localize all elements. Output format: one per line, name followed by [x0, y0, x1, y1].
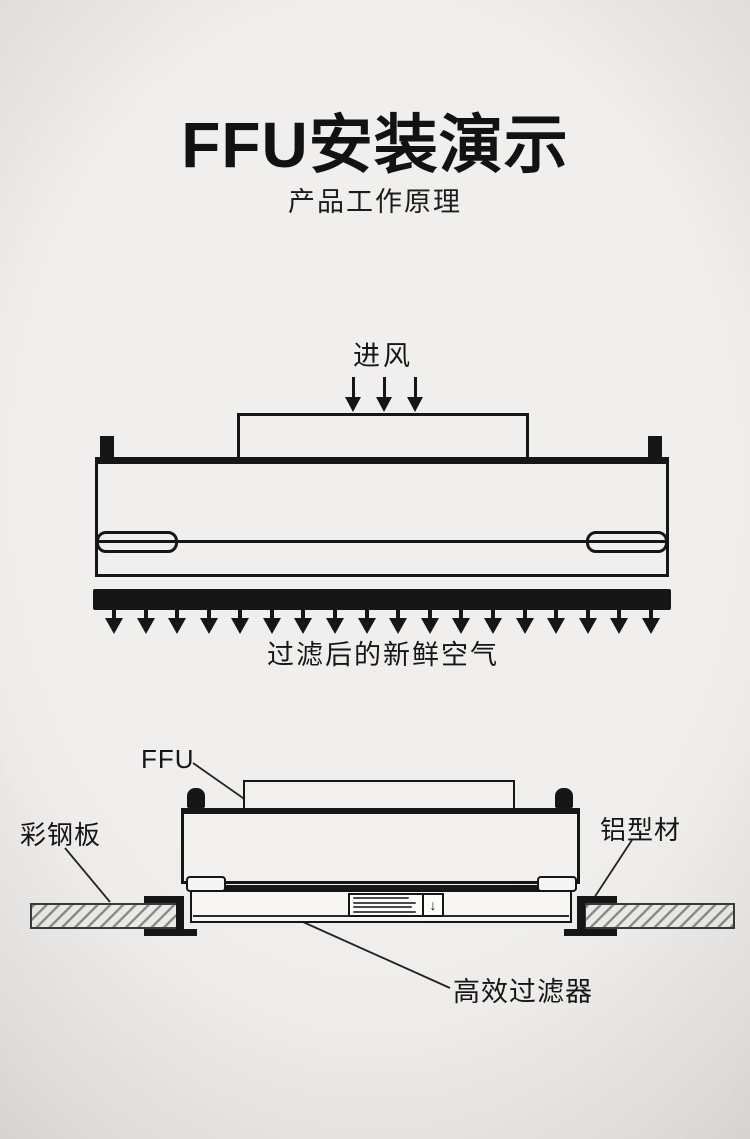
mount-pin-icon — [555, 788, 573, 808]
aluminum-profile-right — [577, 896, 617, 903]
steel-panel-left — [30, 903, 178, 929]
down-arrow-icon — [167, 609, 187, 635]
mount-pin-icon — [100, 436, 114, 458]
air-intake-label: 进风 — [353, 341, 413, 371]
down-arrow-icon — [641, 609, 661, 635]
ffu-unit-body — [181, 808, 580, 884]
inlet-plenum-box — [243, 780, 515, 808]
ffu-unit-body — [95, 457, 669, 577]
gasket-seal-line — [222, 885, 540, 891]
down-arrow-icon — [407, 377, 423, 412]
mount-pin-icon — [187, 788, 205, 808]
down-arrow-icon — [325, 609, 345, 635]
aluminum-leader-line — [593, 839, 633, 899]
down-arrow-icon — [420, 609, 440, 635]
page-title: FFU安装演示 — [181, 109, 569, 181]
nameplate-line — [353, 897, 410, 899]
down-arrow-icon — [345, 377, 361, 412]
aluminum-profile-left — [176, 896, 184, 936]
down-arrow-icon — [388, 609, 408, 635]
nameplate-line — [353, 906, 413, 909]
inlet-plenum-box — [237, 413, 529, 457]
steel-panel-label: 彩钢板 — [20, 820, 102, 850]
steel-panel-right — [584, 903, 735, 929]
mount-pin-icon — [648, 436, 662, 458]
down-arrow-icon — [230, 609, 250, 635]
down-arrow-icon — [136, 609, 156, 635]
down-arrow-icon — [578, 609, 598, 635]
nameplate-line — [353, 901, 416, 904]
down-arrow-icon — [357, 609, 377, 635]
aluminum-profile-label: 铝型材 — [600, 815, 682, 845]
aluminum-profile-right — [564, 929, 617, 936]
down-arrow-icon — [293, 609, 313, 635]
steel-panel-leader-line — [64, 847, 111, 903]
filter-separator-line — [98, 540, 666, 543]
nameplate-line — [353, 910, 417, 913]
intake-arrows — [345, 377, 423, 413]
down-arrow-icon — [104, 609, 124, 635]
hepa-filter-label: 高效过滤器 — [453, 977, 593, 1007]
down-arrow-icon — [376, 377, 392, 412]
down-arrow-icon — [515, 609, 535, 635]
aluminum-profile-right — [577, 896, 585, 936]
hepa-leader-line — [302, 921, 451, 989]
down-arrow-icon — [199, 609, 219, 635]
filter-nameplate: ↓ — [348, 893, 444, 917]
down-arrow-icon — [262, 609, 282, 635]
ffu-foot — [186, 876, 226, 892]
down-arrow-icon — [451, 609, 471, 635]
page-subtitle: 产品工作原理 — [288, 187, 462, 217]
outflow-arrows — [104, 609, 661, 636]
ffu-label: FFU — [141, 744, 195, 774]
ffu-foot — [537, 876, 577, 892]
down-arrow-icon — [546, 609, 566, 635]
aluminum-profile-left — [144, 896, 184, 903]
down-arrow-icon — [609, 609, 629, 635]
filtered-air-label: 过滤后的新鲜空气 — [267, 640, 499, 670]
outlet-diffuser-bar — [93, 589, 671, 610]
nameplate-text-lines — [350, 895, 422, 915]
aluminum-profile-left — [144, 929, 197, 936]
down-arrow-icon — [483, 609, 503, 635]
down-arrow-icon: ↓ — [422, 895, 442, 915]
